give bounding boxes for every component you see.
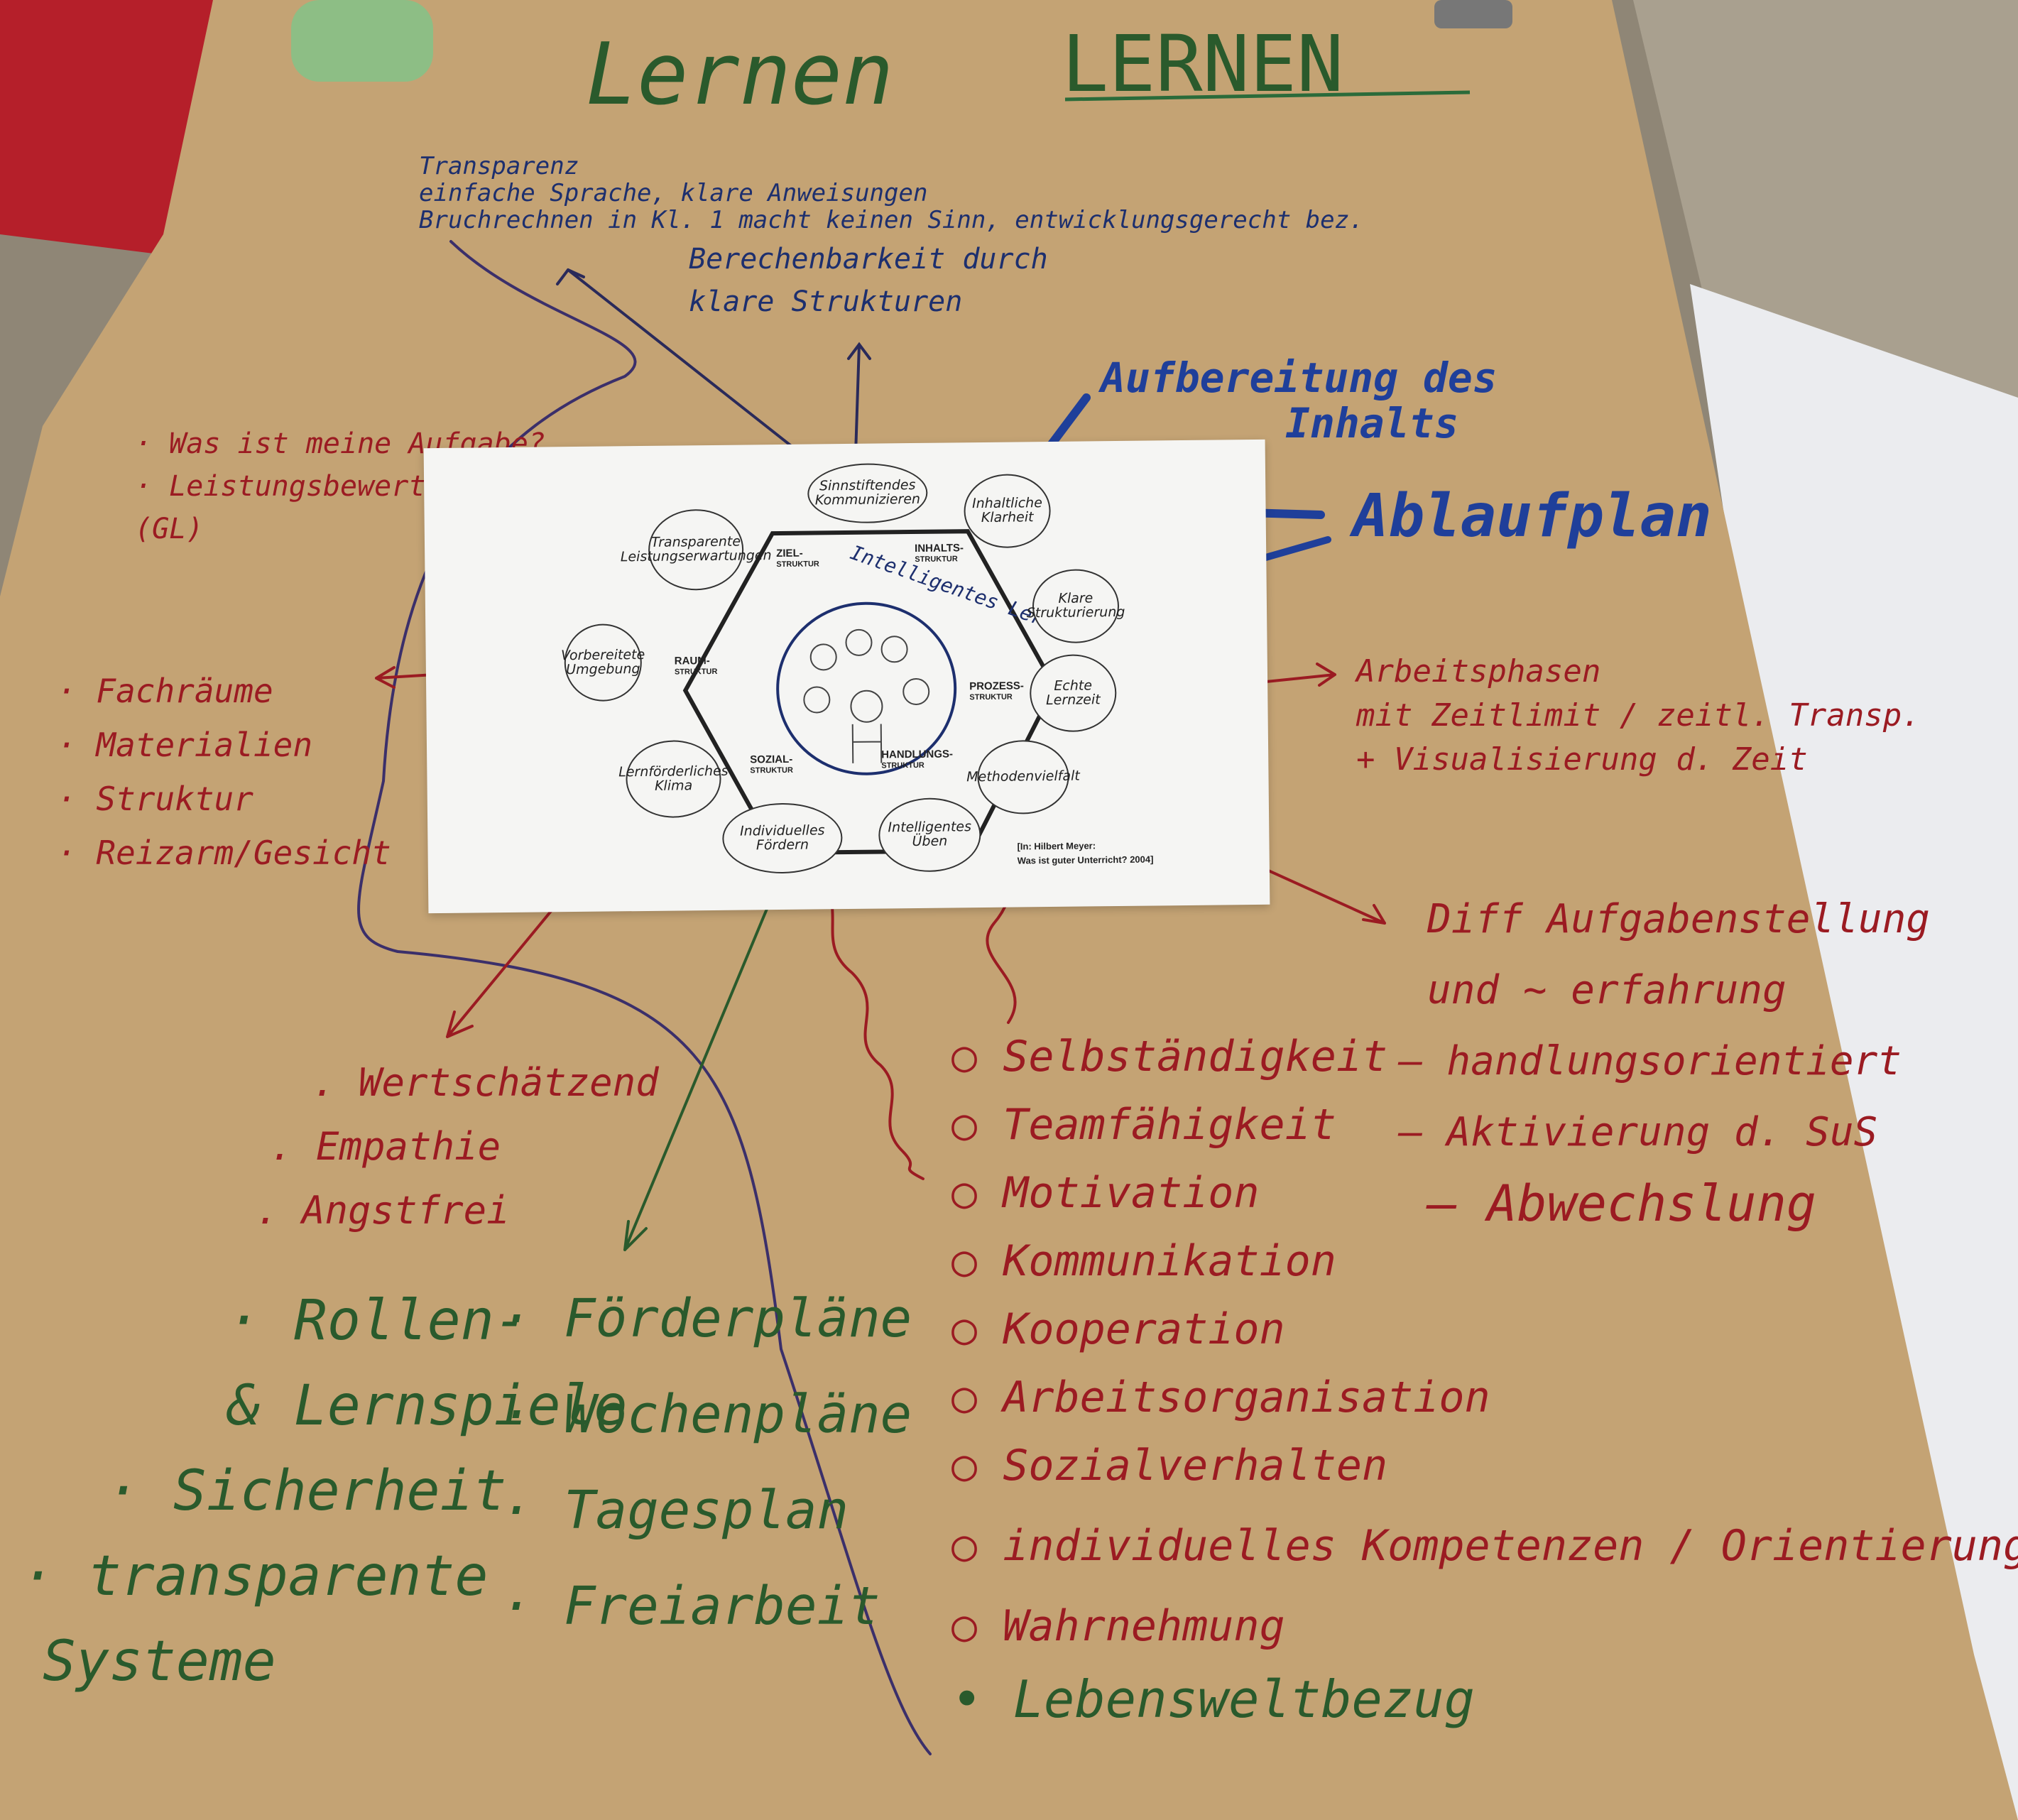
- top-notes-list: Transparenz einfache Sprache, klare Anwe…: [419, 153, 1364, 234]
- arbeitsphasen-line: mit Zeitlimit / zeitl. Transp.: [1356, 697, 1921, 734]
- diff-line: und ~ erfahrung: [1427, 967, 1787, 1013]
- methods-line: · transparente: [21, 1544, 489, 1608]
- plans-line: · Tagesplan: [501, 1480, 849, 1541]
- top-note: Bruchrechnen in Kl. 1 macht keinen Sinn,…: [419, 206, 1364, 234]
- red-chair: [0, 0, 213, 256]
- structure-sozial: SOZIAL-STRUKTUR: [750, 753, 793, 775]
- climate-line: . Wertschätzend: [312, 1060, 659, 1105]
- raum-note: · Fachräume · Materialien · Struktur · R…: [57, 664, 391, 880]
- ablaufplan-note: Ablaufplan: [1353, 481, 1712, 550]
- methods-notes: · Rollen- & Lernspiele · Sicherheit · tr…: [21, 1278, 628, 1704]
- title-lernen-caps: LERNEN: [1062, 18, 1344, 109]
- climate-notes: . Wertschätzend . Empathie . Angstfrei: [256, 1051, 659, 1243]
- climate-line: . Empathie: [270, 1124, 501, 1169]
- aufbereitung-note: Aufbereitung des Inhalts: [1101, 355, 1498, 446]
- competency-item: ○ Motivation: [951, 1168, 1260, 1218]
- hilbert-meyer-sheet: Intelligentes Lernen ZIEL-STRUKTUR INHAL…: [423, 439, 1270, 914]
- plans-notes: · Förderpläne · Wochenpläne · Tagesplan …: [501, 1271, 912, 1655]
- citation-line: Was ist guter Unterricht? 2004]: [1017, 854, 1154, 866]
- plans-line: · Wochenpläne: [501, 1384, 912, 1445]
- structure-prozess: PROZESS-STRUKTUR: [969, 680, 1024, 702]
- structure-ziel: ZIEL-STRUKTUR: [776, 547, 819, 570]
- citation-line: [In: Hilbert Meyer:: [1017, 840, 1096, 852]
- diff-line: – Aktivierung d. SuS: [1399, 1109, 1878, 1155]
- competency-item: ○ Teamfähigkeit: [951, 1100, 1336, 1150]
- top-note: Transparenz: [419, 152, 579, 180]
- plans-line: · Freiarbeit: [501, 1576, 880, 1637]
- diff-line: – handlungsorientiert: [1399, 1038, 1902, 1084]
- diff-line: – Abwechslung: [1427, 1175, 1816, 1233]
- arbeitsphasen-note: Arbeitsphasen mit Zeitlimit / zeitl. Tra…: [1356, 650, 1921, 782]
- title-lernen-script: Lernen: [586, 26, 894, 124]
- raum-line: · Struktur: [57, 780, 253, 818]
- aufbereitung-line: Aufbereitung des: [1101, 354, 1498, 402]
- aufgabe-note: · Was ist meine Aufgabe? · Leistungsbewe…: [135, 423, 545, 550]
- diff-line: Diff Aufgabenstellung: [1427, 896, 1931, 942]
- climate-line: . Angstfrei: [256, 1188, 510, 1233]
- methods-line: & Lernspiele: [227, 1374, 628, 1438]
- structure-raum: RAUM-STRUKTUR: [674, 655, 718, 677]
- competency-item: ○ Kommunikation: [951, 1236, 1336, 1286]
- methods-line: · Rollen-: [227, 1289, 528, 1353]
- competency-item: ○ Sozialverhalten: [951, 1441, 1388, 1491]
- arbeitsphasen-line: Arbeitsphasen: [1356, 653, 1601, 690]
- competency-item: ○ individuelles Kompetenzen / Orientieru…: [951, 1521, 2018, 1571]
- bubble-vorbereitete-umgebung: Vorbereitete Umgebung: [561, 623, 645, 702]
- structure-inhalts: INHALTS-STRUKTUR: [915, 542, 964, 564]
- aufbereitung-line: Inhalts: [1285, 399, 1459, 447]
- metal-cup: [1434, 0, 1512, 28]
- competency-item: ○ Selbständigkeit: [951, 1032, 1388, 1081]
- water-bottle: [291, 0, 433, 82]
- aufgabe-line: (GL): [135, 513, 204, 545]
- competency-item: ○ Wahrnehmung: [951, 1601, 1285, 1651]
- top-note: einfache Sprache, klare Anweisungen: [419, 179, 928, 207]
- competency-item: ○ Kooperation: [951, 1304, 1285, 1354]
- structure-note-line: Berechenbarkeit durch: [689, 243, 1048, 276]
- competencies-list: ○ Selbständigkeit ○ Teamfähigkeit ○ Moti…: [951, 1023, 2018, 1738]
- aufgabe-line: · Leistungsbewertung: [135, 470, 477, 503]
- arbeitsphasen-line: + Visualisierung d. Zeit: [1356, 741, 1808, 778]
- group-sketch-icon: [803, 628, 930, 763]
- structure-note-line: klare Strukturen: [689, 285, 963, 318]
- structure-note: Berechenbarkeit durch klare Strukturen: [689, 238, 1048, 323]
- structure-handlungs: HANDLUNGS-STRUKTUR: [881, 748, 954, 770]
- competency-item: ○ Arbeitsorganisation: [951, 1373, 1490, 1422]
- methods-line: Systeme: [43, 1630, 276, 1694]
- raum-line: · Materialien: [57, 726, 313, 764]
- citation: [In: Hilbert Meyer: Was ist guter Unterr…: [1017, 838, 1153, 868]
- methods-line: · Sicherheit: [107, 1459, 507, 1523]
- white-table: [1690, 284, 2018, 1820]
- competency-item-green: • Lebensweltbezug: [951, 1669, 1475, 1729]
- raum-line: · Fachräume: [57, 672, 273, 710]
- diff-note: Diff Aufgabenstellung und ~ erfahrung – …: [1399, 884, 1931, 1239]
- plans-line: · Förderpläne: [501, 1288, 912, 1349]
- raum-line: · Reizarm/Gesicht: [57, 834, 391, 872]
